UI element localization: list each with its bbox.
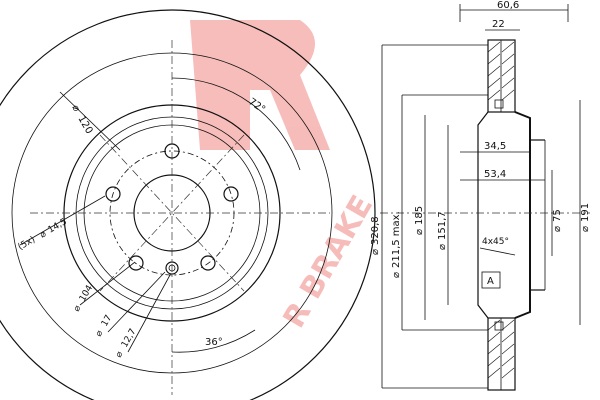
disc-outer-edge <box>0 9 376 400</box>
label-bolt-count: (5x) <box>17 235 38 253</box>
label-191: 191 <box>580 203 591 222</box>
diagonal-centerline-2 <box>99 134 245 292</box>
label-34-5: 34,5 <box>484 141 506 152</box>
friction-ring-bottom <box>487 317 516 391</box>
locating-hole <box>165 261 179 275</box>
leader-104 <box>79 261 136 306</box>
leader-120 <box>59 91 121 151</box>
label-53-4: 53,4 <box>484 169 506 180</box>
label-datum: A <box>487 276 494 287</box>
friction-ring-top <box>487 39 516 113</box>
label-211-5: 211,5 max. <box>391 211 402 268</box>
svg-text:⌀: ⌀ <box>437 244 448 250</box>
svg-text:⌀: ⌀ <box>370 249 381 255</box>
datum-box <box>481 271 501 289</box>
leader-bolt-hole <box>19 195 106 246</box>
leader-12-7 <box>127 274 171 353</box>
label-151-7: 151,7 <box>437 211 448 240</box>
rotor-section <box>477 39 546 391</box>
angle-36-label: 36° <box>205 337 223 348</box>
hatching-top <box>487 41 515 101</box>
label-185: 185 <box>414 206 425 225</box>
bolt-hole-3 <box>200 255 216 271</box>
svg-text:⌀: ⌀ <box>580 226 591 232</box>
label-60-6: 60,6 <box>497 0 519 11</box>
label-d104-symbol: ⌀ <box>72 303 84 313</box>
svg-text:⌀: ⌀ <box>414 229 425 235</box>
brand-watermark: R BRAKE <box>190 20 380 334</box>
bolt-hole-4 <box>128 255 144 271</box>
label-d120-symbol: ⌀ <box>69 103 82 114</box>
bolt-hole-5 <box>105 186 121 202</box>
watermark-text: R BRAKE <box>277 190 381 334</box>
hat-inner-profile <box>477 111 489 319</box>
label-bolt-hole-symbol: ⌀ <box>39 229 49 241</box>
hat-wall <box>514 111 531 319</box>
vent-marker-top <box>494 99 504 109</box>
diagonal-centerline-1 <box>99 134 245 292</box>
angle-36-arc <box>171 329 256 353</box>
bolt-hole-2 <box>223 186 239 202</box>
svg-text:⌀: ⌀ <box>391 272 402 278</box>
label-d17: 17 <box>100 314 114 329</box>
label-d12-7-symbol: ⌀ <box>114 349 126 359</box>
angle-72-arc <box>171 77 301 171</box>
svg-text:⌀: ⌀ <box>552 226 563 232</box>
label-d120: 120 <box>75 114 94 136</box>
label-chamfer: 4x45° <box>482 237 509 247</box>
label-75: 75 <box>552 209 563 222</box>
label-22: 22 <box>492 19 505 30</box>
label-d17-symbol: ⌀ <box>94 328 106 338</box>
front-view: 72° 36° ⌀ 120 (5x) ⌀ 14,5 ⌀ 104 ⌀ 17 ⌀ 1… <box>0 9 376 400</box>
vent-marker-bottom <box>494 321 504 331</box>
label-320-8: 320,8 <box>370 216 381 245</box>
side-view: 60,6 22 <box>370 0 591 391</box>
leader-chamfer <box>479 247 516 256</box>
leader-17 <box>107 271 166 333</box>
watermark-r-shape <box>190 20 330 150</box>
